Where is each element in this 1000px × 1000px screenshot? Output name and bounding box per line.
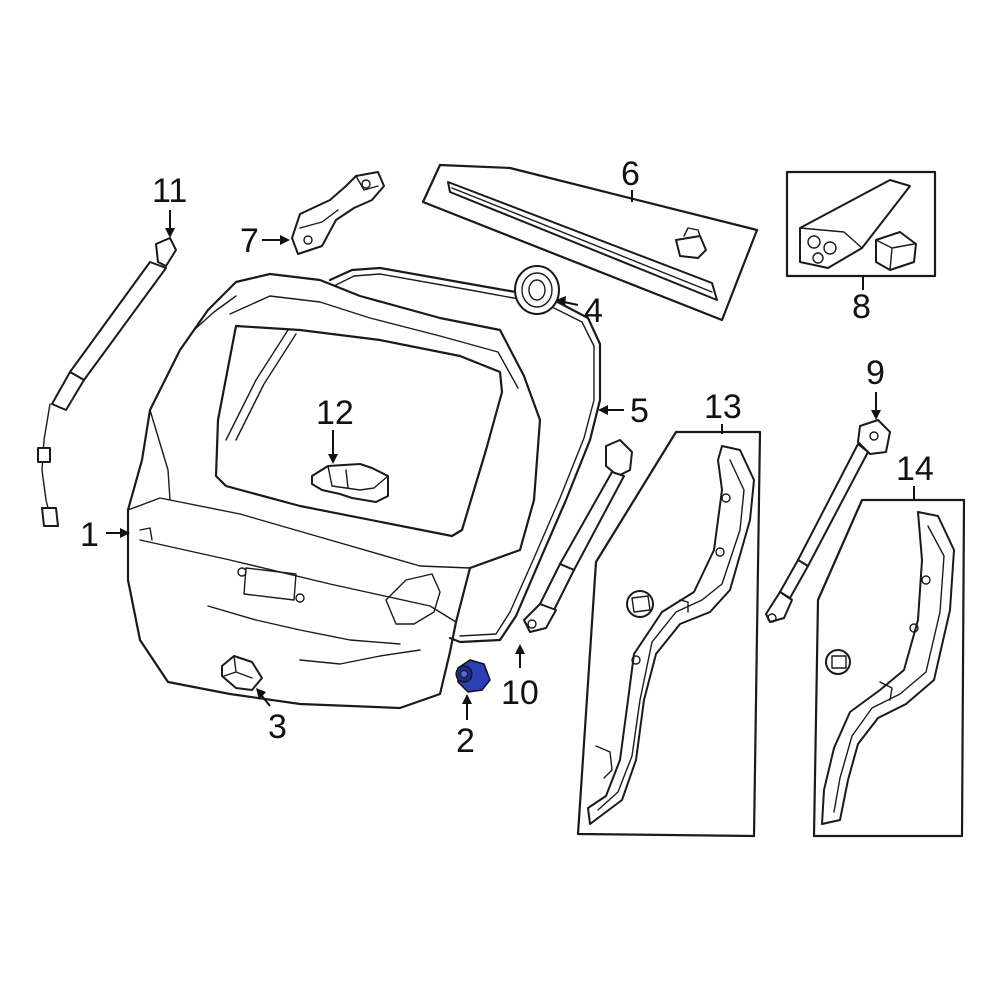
callout-2: 2 [456, 722, 475, 760]
callout-6: 6 [621, 155, 640, 193]
callout-1: 1 [80, 516, 99, 554]
part-11-power-strut[interactable] [37, 237, 177, 527]
callout-arrows [106, 190, 915, 720]
part-2-bumper-highlighted[interactable] [455, 659, 491, 693]
part-6-molding-panel[interactable] [421, 163, 759, 322]
callout-8: 8 [852, 288, 871, 326]
part-12-latch[interactable] [311, 463, 389, 503]
part-14-trim-panel[interactable] [812, 498, 966, 838]
part-13-trim-panel[interactable] [576, 430, 762, 838]
part-8-box[interactable] [785, 170, 937, 278]
liftgate-window-opening [214, 324, 504, 538]
callout-10: 10 [501, 674, 539, 712]
callout-9: 9 [866, 354, 885, 392]
part-3-switch[interactable] [221, 655, 263, 691]
part-7-hinge[interactable] [291, 171, 385, 255]
callout-12: 12 [316, 394, 354, 432]
part-1-liftgate[interactable] [126, 272, 542, 710]
callout-13: 13 [704, 388, 742, 426]
part-10-gas-strut[interactable] [523, 439, 633, 633]
callout-3: 3 [268, 708, 287, 746]
liftgate-details [139, 527, 441, 665]
callout-14: 14 [896, 450, 934, 488]
callout-5: 5 [630, 392, 649, 430]
callout-labels: 1 2 3 4 5 6 7 8 9 10 11 12 13 14 [80, 155, 934, 760]
part-9-strut[interactable] [765, 419, 891, 623]
callout-7: 7 [240, 222, 259, 260]
callout-4: 4 [584, 292, 603, 330]
part-5-weatherstrip[interactable] [328, 266, 602, 644]
callout-11: 11 [152, 172, 187, 210]
part-4-grommet[interactable] [514, 265, 560, 315]
